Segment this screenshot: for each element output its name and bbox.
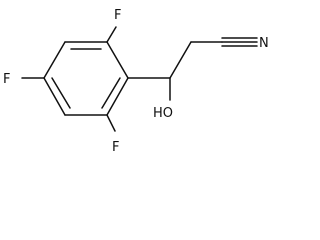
ring-bond-1 bbox=[106, 41, 129, 79]
ring-bond-4 bbox=[43, 77, 66, 116]
atom-label-f-bottom: F bbox=[112, 140, 119, 155]
benzene-ring bbox=[43, 41, 129, 116]
atom-label-f-top: F bbox=[114, 8, 121, 23]
ring-double-bond-lower-right bbox=[101, 77, 121, 109]
atom-label-hydroxyl: HO bbox=[153, 106, 173, 121]
atom-label-f-left: F bbox=[3, 72, 10, 87]
ring-double-bond-lower-left bbox=[51, 77, 71, 109]
bond-ring-to-f-bottom bbox=[106, 114, 116, 132]
bond-chiral-carbon-to-ch2 bbox=[169, 41, 192, 79]
nitrile-triple-bond bbox=[221, 37, 258, 47]
bond-ring-to-f-top bbox=[106, 26, 117, 43]
atom-label-nitrogen: N bbox=[259, 36, 269, 51]
chemical-structure: F F F N HO bbox=[3, 8, 269, 155]
ring-bond-5 bbox=[43, 41, 66, 79]
ring-bond-2 bbox=[106, 77, 129, 116]
